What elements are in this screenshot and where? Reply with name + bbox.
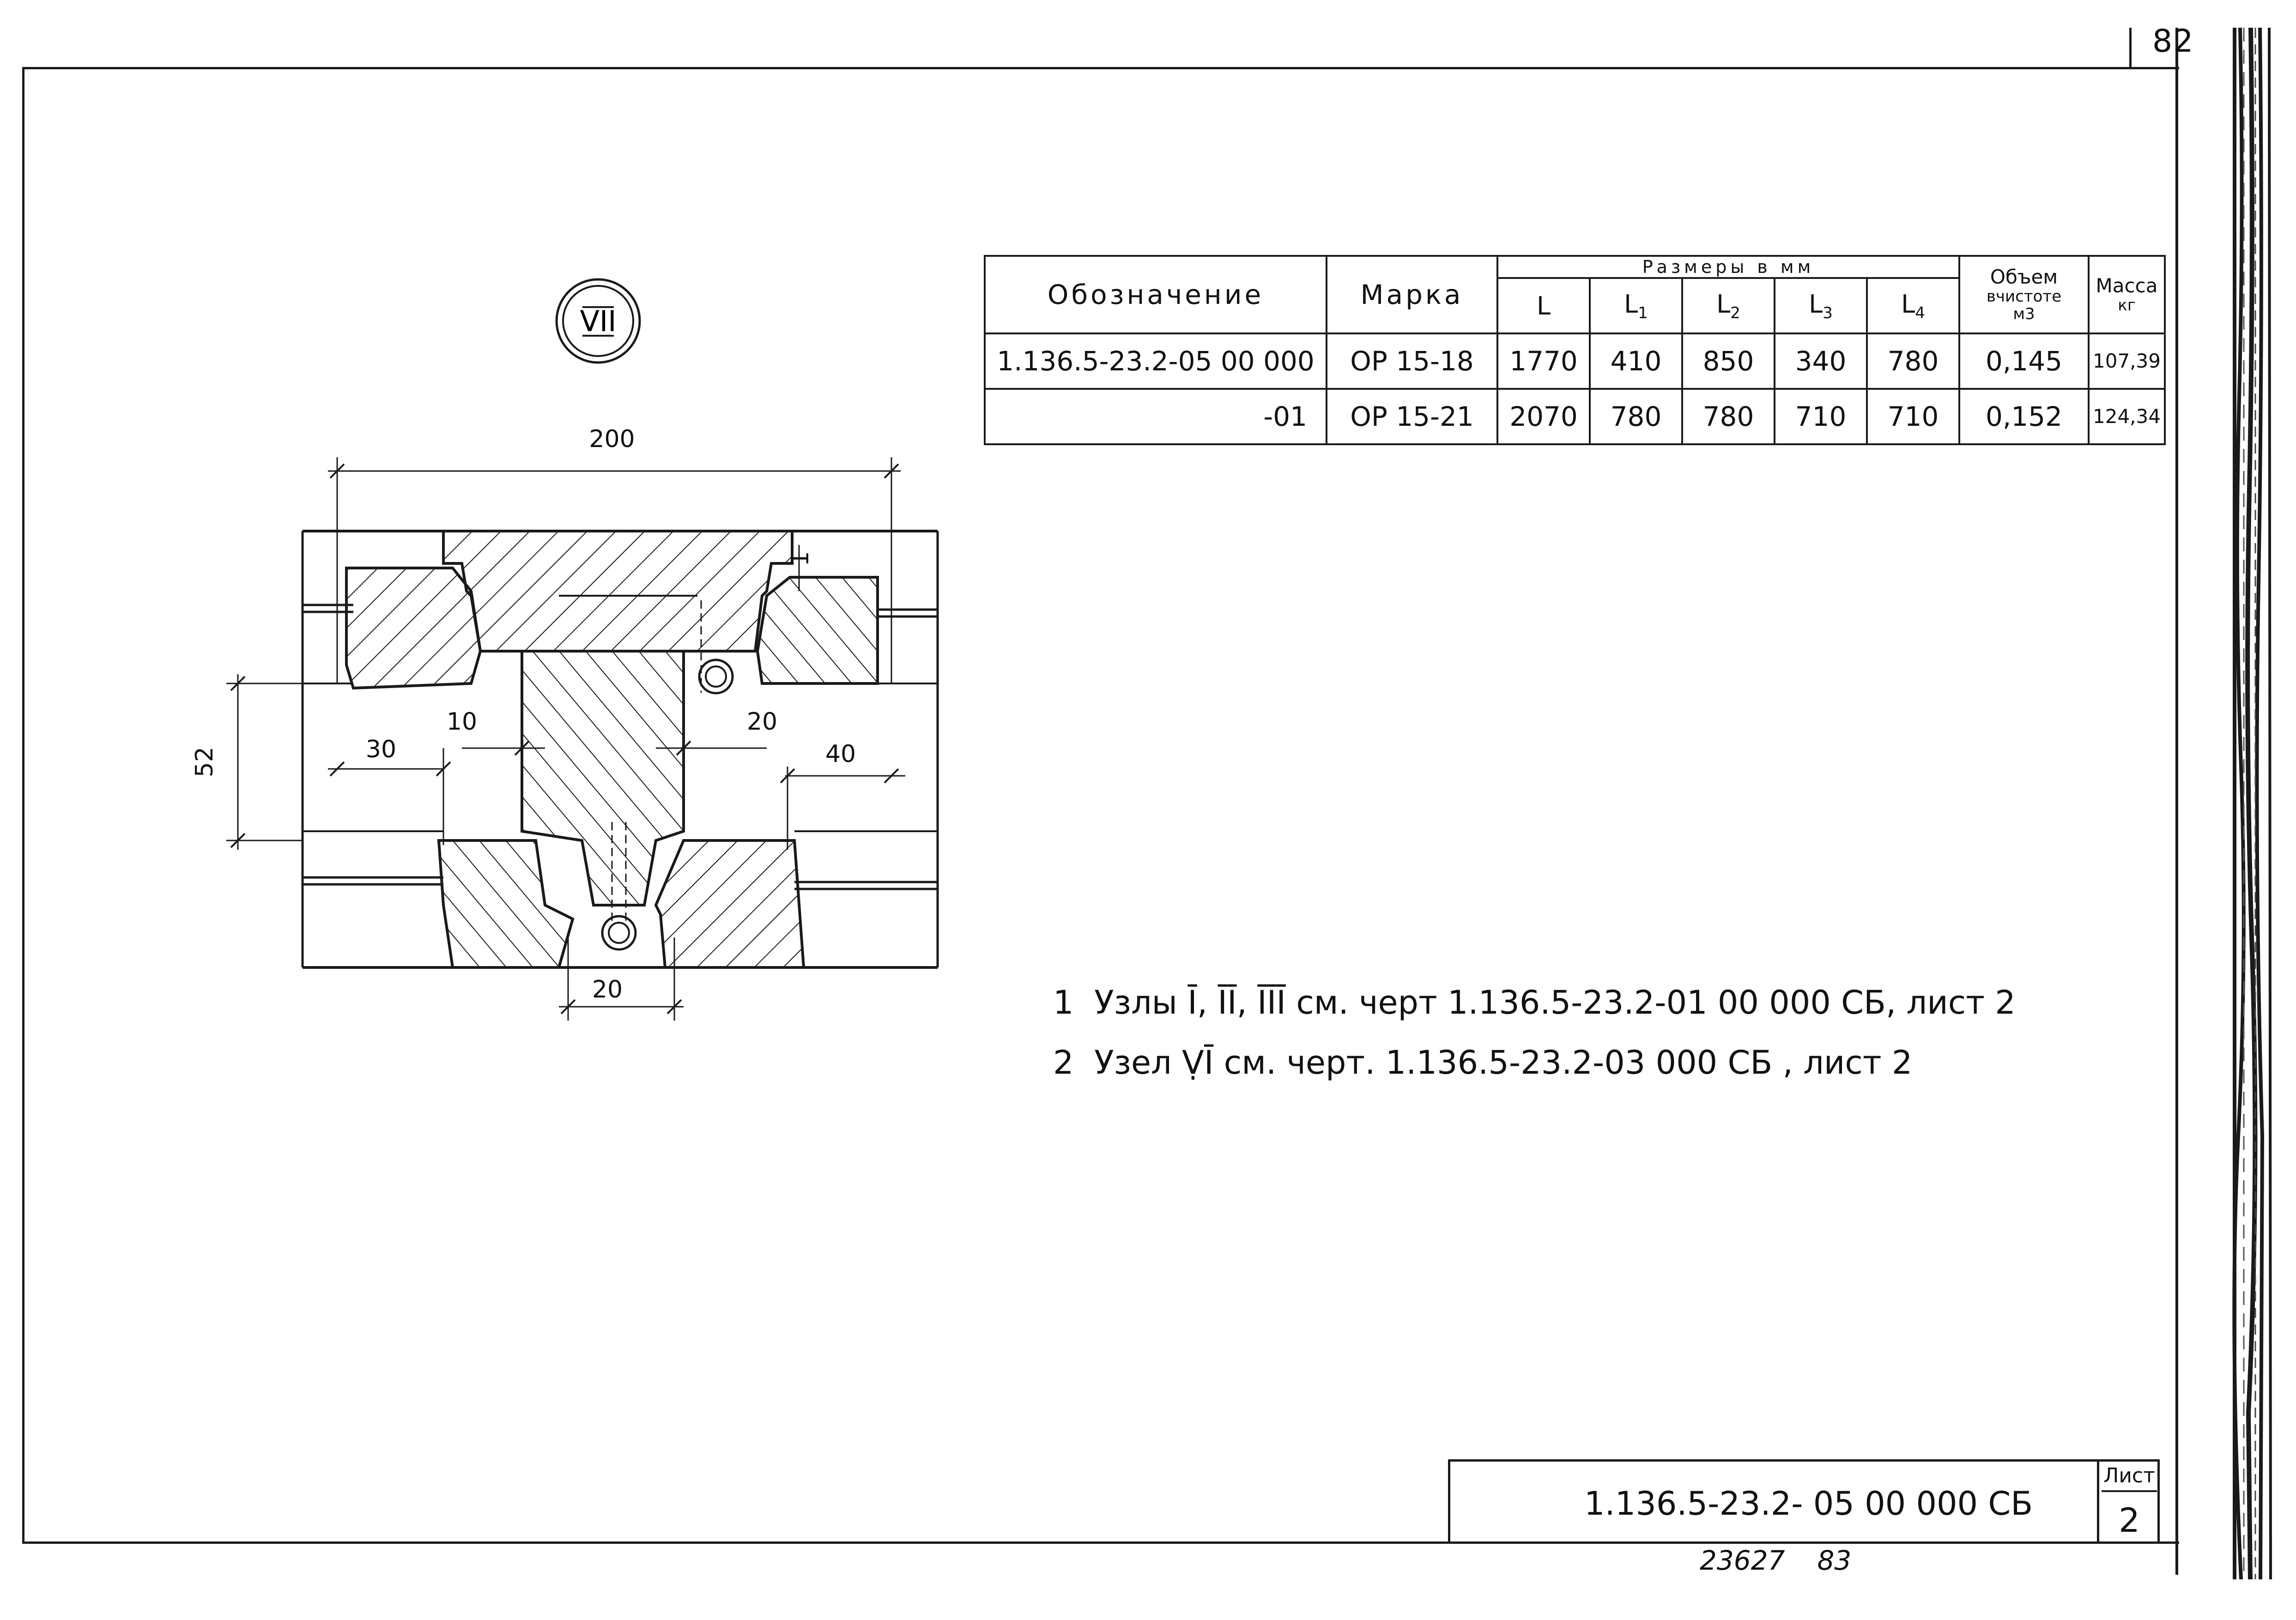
row2-designation: -01 <box>984 388 1327 445</box>
spec-header-row-1: Обозначение Марка Размеры в мм Объем вчи… <box>984 255 2166 334</box>
note-2: 2 Узел ṾĪ см. черт. 1.136.5-23.2-03 000 … <box>1053 1044 1912 1082</box>
header-L4-letter: L <box>1901 289 1915 319</box>
node-label-circle: VII <box>555 278 641 364</box>
note-1-text: Узлы Ī, ĪĪ, ĪĪĪ см. черт 1.136.5-23.2-01… <box>1094 984 2016 1022</box>
note-1-number: 1 <box>1053 984 1074 1022</box>
spec-row-1: 1.136.5-23.2-05 00 000 ОР 15-18 1770 410… <box>984 332 2166 390</box>
dim-52: 52 <box>194 747 218 777</box>
header-L4: L4 <box>1866 277 1960 334</box>
frame-right-edge <box>2175 28 2178 1575</box>
header-sizes-group: Размеры в мм <box>1496 255 1960 279</box>
note-1: 1 Узлы Ī, ĪĪ, ĪĪĪ см. черт 1.136.5-23.2-… <box>1053 984 2016 1022</box>
dim-10: 10 <box>447 708 477 736</box>
row1-designation: 1.136.5-23.2-05 00 000 <box>984 332 1327 390</box>
header-mass-line1: Масса <box>2096 274 2158 297</box>
row2-L1: 780 <box>1589 388 1683 445</box>
dim-200: 200 <box>589 425 635 453</box>
header-L2-letter: L <box>1716 289 1731 319</box>
row1-L3: 340 <box>1774 332 1868 390</box>
drawing-frame <box>22 67 2179 1544</box>
title-block <box>1448 1459 2160 1542</box>
dim-20-lower: 20 <box>592 976 623 1003</box>
header-mass: Масса кг <box>2088 255 2166 334</box>
row2-L: 2070 <box>1496 388 1591 445</box>
header-L2: L2 <box>1681 277 1775 334</box>
sheet-label: Лист <box>2102 1464 2157 1492</box>
row1-volume: 0,145 <box>1958 332 2090 390</box>
note-2-number: 2 <box>1053 1044 1074 1082</box>
spec-header-row-2: L L1 L2 L3 L4 <box>985 277 2165 334</box>
header-volume-line1: Объем <box>1990 266 2058 288</box>
dim-40: 40 <box>825 740 856 768</box>
footer-number-1: 23627 <box>1700 1545 1785 1576</box>
dim-20-upper: 20 <box>747 708 777 736</box>
title-block-code: 1.136.5-23.2- 05 00 000 СБ <box>1584 1485 2033 1523</box>
row2-L3: 710 <box>1774 388 1868 445</box>
header-mark: Марка <box>1326 255 1498 334</box>
row2-volume: 0,152 <box>1958 388 2090 445</box>
row1-mark: ОР 15-18 <box>1326 332 1498 390</box>
header-L2-sub: 2 <box>1730 303 1740 322</box>
spec-table: Обозначение Марка Размеры в мм Объем вчи… <box>984 255 2166 445</box>
row1-L: 1770 <box>1496 332 1591 390</box>
row1-mass: 107,39 <box>2088 332 2166 390</box>
header-designation: Обозначение <box>984 255 1327 334</box>
header-L1: L1 <box>1589 277 1683 334</box>
header-volume-line2: вчистоте <box>1986 287 2062 306</box>
row2-L2: 780 <box>1681 388 1775 445</box>
row1-L1: 410 <box>1589 332 1683 390</box>
header-L1-letter: L <box>1624 289 1638 319</box>
row2-L4: 710 <box>1866 388 1960 445</box>
header-volume: Объем вчистоте м3 <box>1958 255 2090 334</box>
sheet-box <box>2097 1459 2160 1542</box>
header-L3-sub: 3 <box>1823 303 1833 322</box>
section-drawing: 200 52 30 10 20 40 1 20 <box>194 425 939 1021</box>
row2-mass: 124,34 <box>2088 388 2166 445</box>
footer-numbers: 23627 83 <box>1700 1545 1884 1576</box>
dim-1: 1 <box>787 551 814 566</box>
header-L3-letter: L <box>1809 289 1823 319</box>
dim-30: 30 <box>366 736 396 763</box>
spec-row-2: -01 ОР 15-21 2070 780 780 710 710 0,152 … <box>984 388 2166 445</box>
header-mass-line2: кг <box>2118 296 2136 314</box>
footer-number-2: 83 <box>1817 1545 1852 1576</box>
header-L1-sub: 1 <box>1638 303 1648 322</box>
header-volume-line3: м3 <box>2013 305 2035 323</box>
row1-L2: 850 <box>1681 332 1775 390</box>
header-L4-sub: 4 <box>1915 303 1925 322</box>
frame-top-tick <box>2129 28 2132 69</box>
row1-L4: 780 <box>1866 332 1960 390</box>
header-L3: L3 <box>1774 277 1868 334</box>
row2-mark: ОР 15-21 <box>1326 388 1498 445</box>
node-label-text: VII <box>580 304 617 338</box>
sheet-number: 2 <box>2119 1501 2140 1540</box>
page-number: 82 <box>2152 23 2194 60</box>
header-L: L <box>1496 277 1591 334</box>
note-2-text: Узел ṾĪ см. черт. 1.136.5-23.2-03 000 СБ… <box>1094 1044 1913 1082</box>
binding-strip <box>2225 28 2278 1579</box>
